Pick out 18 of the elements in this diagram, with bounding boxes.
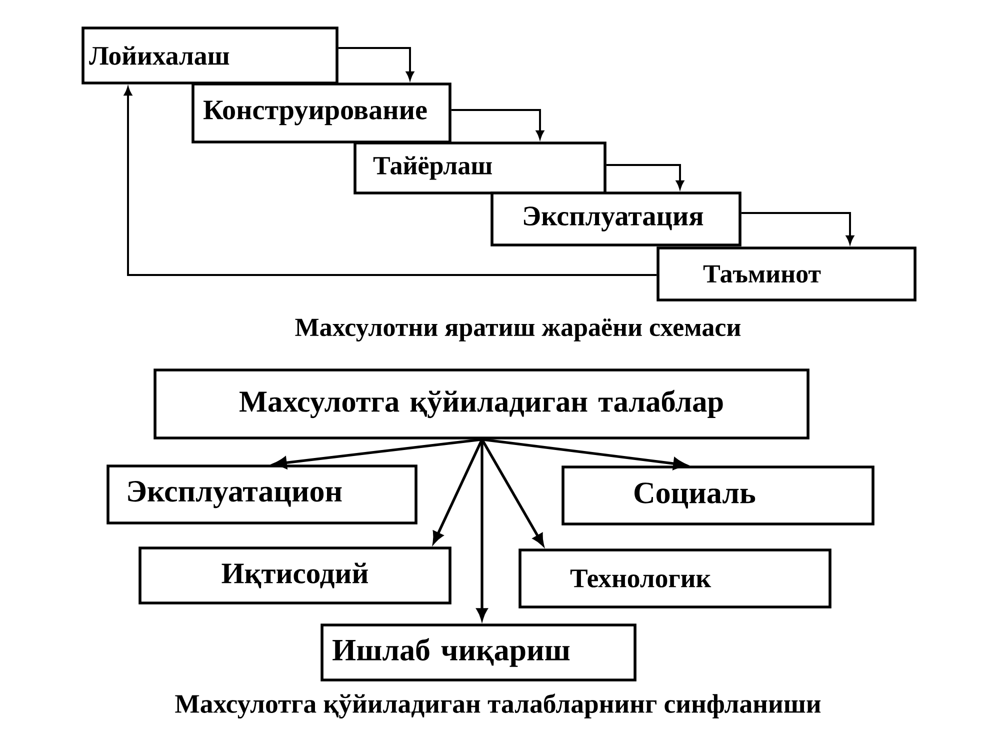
arrow bbox=[741, 212, 854, 244]
stage-box: Эксплуатация bbox=[490, 192, 742, 246]
arrow bbox=[480, 438, 544, 546]
stage-box: Тайёрлаш bbox=[354, 142, 606, 194]
category-box: Эксплуатацион bbox=[106, 464, 418, 524]
stage-box: Таъминот bbox=[656, 246, 916, 302]
arrow bbox=[606, 164, 684, 189]
category-box: Социаль bbox=[562, 466, 874, 526]
feedback-arrow bbox=[124, 87, 657, 276]
caption: Махсулотни яратиш жараёни схемаси bbox=[295, 318, 741, 342]
arrow bbox=[451, 109, 544, 139]
stage-box: Конструирование bbox=[192, 82, 452, 144]
category-box: Иқтисодий bbox=[138, 546, 452, 604]
arrow bbox=[338, 47, 414, 80]
category-box: Ишлаб чиқариш bbox=[320, 624, 636, 682]
requirements-box: Махсулотга қўйиладиган талаблар bbox=[154, 368, 810, 440]
stage-box: Лойихалаш bbox=[82, 26, 338, 84]
category-box: Технологик bbox=[518, 548, 832, 608]
